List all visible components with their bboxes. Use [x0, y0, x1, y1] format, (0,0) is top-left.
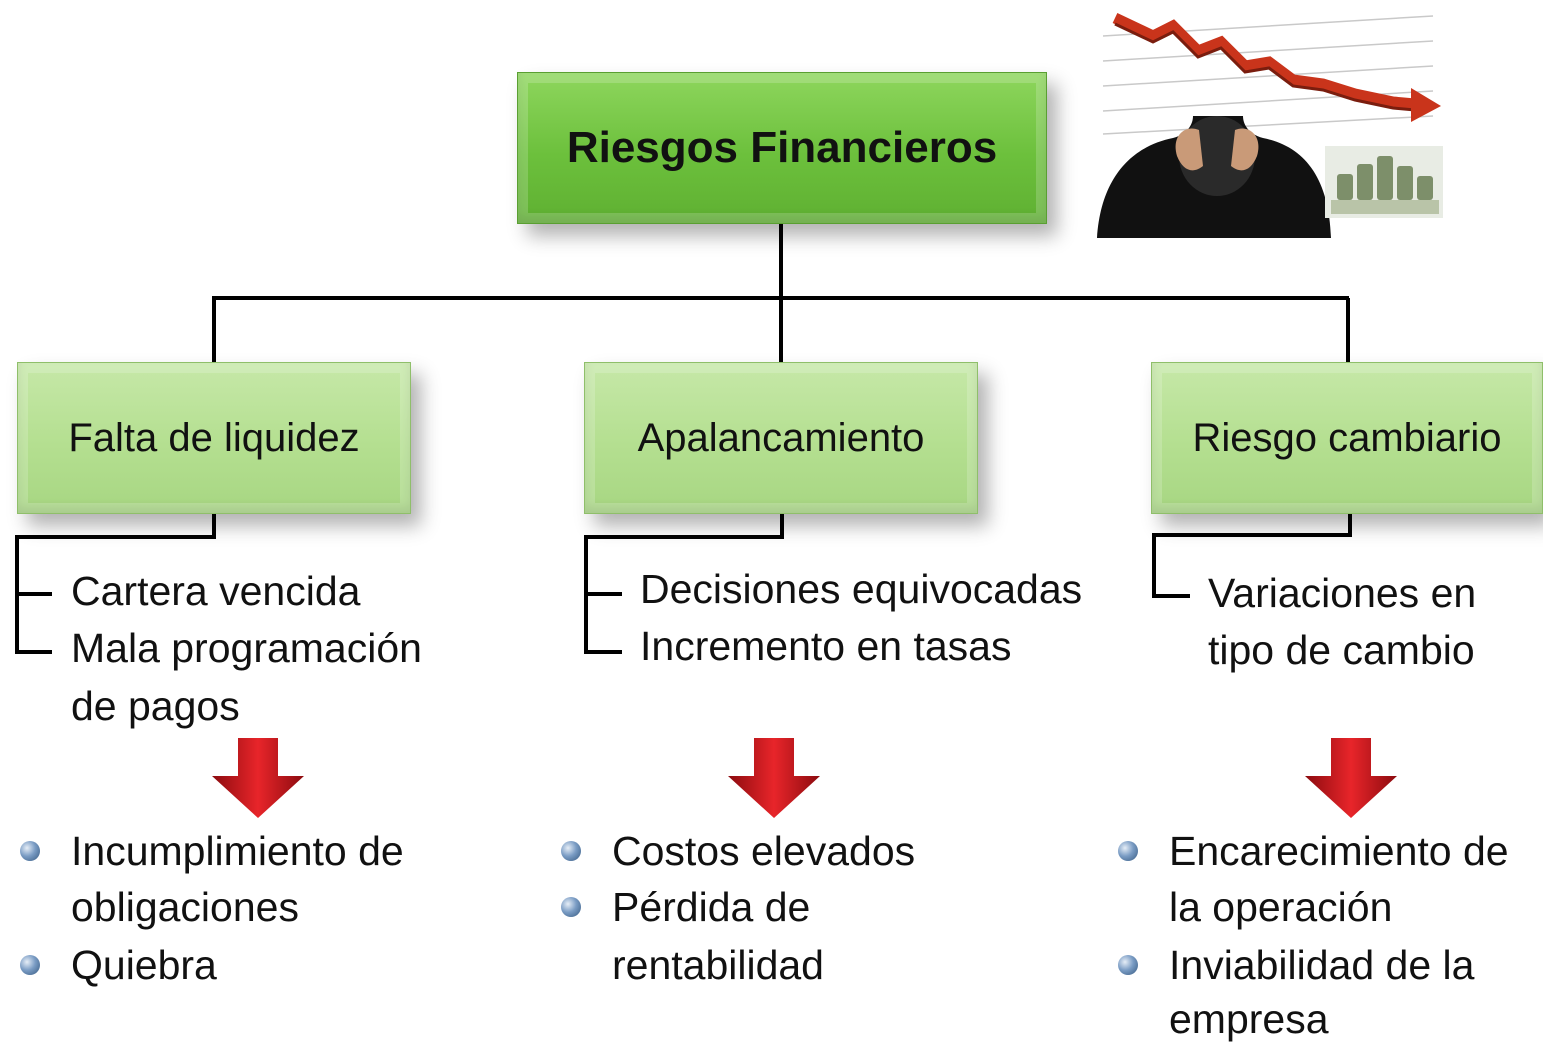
bullet-icon — [1118, 955, 1138, 975]
effect-item: Costos elevados — [612, 828, 916, 874]
cause-item: Cartera vencida — [71, 568, 361, 614]
down-arrow-icon — [212, 738, 304, 818]
effect-item: Encarecimiento de — [1169, 828, 1509, 874]
bullet-icon — [1118, 841, 1138, 861]
effect-item: Incumplimiento de — [71, 828, 404, 874]
effect-item: Pérdida de — [612, 884, 811, 930]
category-node-falta-de-liquidez: Falta de liquidez — [17, 362, 411, 514]
cause-item: Decisiones equivocadas — [640, 566, 1083, 612]
root-node: Riesgos Financieros — [517, 72, 1047, 224]
bullet-icon — [20, 955, 40, 975]
effect-item: la operación — [1169, 884, 1393, 930]
category-node-apalancamiento: Apalancamiento — [584, 362, 978, 514]
down-arrow-icon — [1305, 738, 1397, 818]
category-label: Apalancamiento — [637, 415, 925, 460]
cause-item: Mala programación — [71, 625, 422, 671]
cause-item: tipo de cambio — [1208, 627, 1475, 673]
category-node-riesgo-cambiario: Riesgo cambiario — [1151, 362, 1543, 514]
effect-item: Inviabilidad de la — [1169, 942, 1475, 988]
down-arrow-icon — [728, 738, 820, 818]
bullet-icon — [561, 897, 581, 917]
effect-item: empresa — [1169, 996, 1329, 1042]
category-label: Riesgo cambiario — [1192, 415, 1502, 460]
category-label: Falta de liquidez — [68, 415, 360, 460]
root-label: Riesgos Financieros — [566, 123, 998, 172]
cause-item: de pagos — [71, 683, 240, 729]
stress-chart-illustration-icon — [1093, 6, 1445, 238]
bullet-icon — [20, 841, 40, 861]
effect-item: Quiebra — [71, 942, 217, 988]
cause-item: Variaciones en — [1208, 570, 1477, 616]
effect-item: obligaciones — [71, 884, 299, 930]
cause-item: Incremento en tasas — [640, 623, 1012, 669]
effect-item: rentabilidad — [612, 942, 824, 988]
bullet-icon — [561, 841, 581, 861]
